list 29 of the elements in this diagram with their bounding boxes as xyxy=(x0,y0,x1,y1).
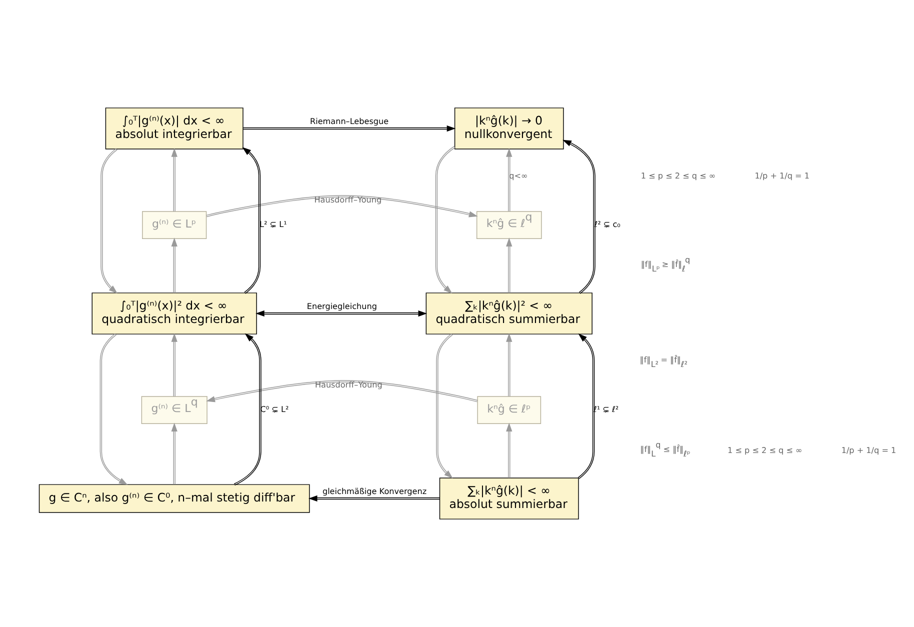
arrow xyxy=(506,333,512,397)
arrow xyxy=(308,495,440,502)
arrow xyxy=(506,422,512,478)
node-box: ∫₀ᵀ|g⁽ⁿ⁾(x)| dx < ∞ absolut integrierbar xyxy=(105,108,244,150)
node-box: kⁿĝ ∈ ℓᵖ xyxy=(477,396,542,424)
arrow xyxy=(435,146,456,294)
arrow xyxy=(242,125,456,132)
arrow xyxy=(100,148,118,294)
arrow xyxy=(171,238,178,294)
arrow xyxy=(100,333,128,486)
node-box: g⁽ⁿ⁾ ∈ Lᵖ xyxy=(142,211,207,239)
arrow xyxy=(562,140,596,294)
node-box: ∫₀ᵀ|g⁽ⁿ⁾(x)|² dx < ∞ quadratisch integrierbar xyxy=(92,292,257,334)
node-box: ∑ₖ|kⁿĝ(k)| < ∞ absolut summierbar xyxy=(439,478,579,520)
arrow xyxy=(506,148,512,212)
arrow xyxy=(171,333,178,397)
node-box: g ∈ Cⁿ, also g⁽ⁿ⁾ ∈ C⁰, n–mal stetig diff'bar xyxy=(38,484,310,513)
arrow xyxy=(171,422,178,485)
node-box: |kⁿĝ(k)| → 0 nullkonvergent xyxy=(454,108,564,150)
arrow xyxy=(256,310,428,317)
arrow xyxy=(578,333,595,480)
arrow xyxy=(234,333,262,486)
arrow xyxy=(242,147,261,294)
arrow xyxy=(436,333,453,479)
node-box: ∑ₖ|kⁿĝ(k)|² < ∞ quadratisch summierbar xyxy=(426,292,592,334)
arrow xyxy=(206,195,478,218)
arrow xyxy=(506,238,512,294)
arrow xyxy=(206,380,478,402)
arrow xyxy=(171,148,178,212)
